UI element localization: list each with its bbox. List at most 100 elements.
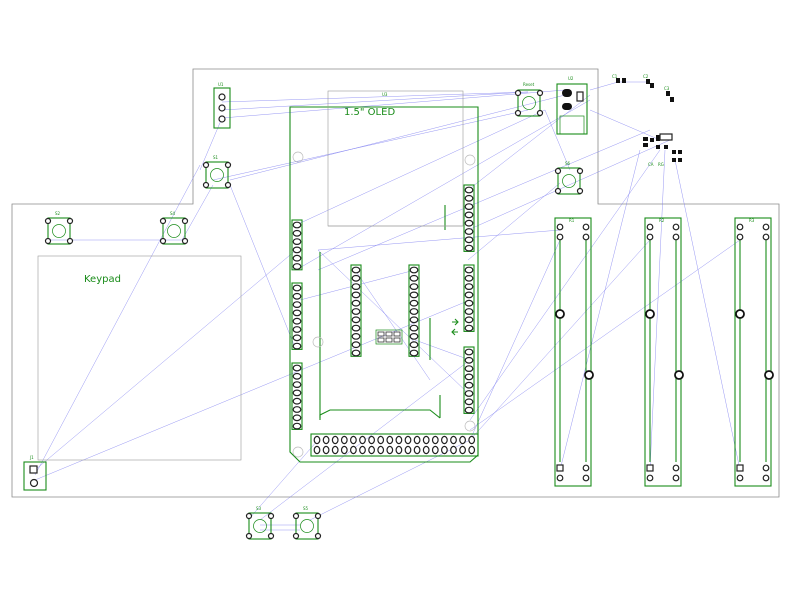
header-pin [351, 274, 361, 282]
header-pin [409, 349, 419, 357]
header-pin [368, 435, 376, 445]
switch-pad [554, 187, 562, 195]
header-right-2 [463, 264, 475, 332]
header-inner-right [408, 264, 420, 357]
switch-pad [224, 181, 232, 189]
header-pin [441, 435, 448, 445]
header-right-1 [463, 184, 475, 252]
header-pin [409, 308, 419, 315]
switch-pad [181, 237, 189, 245]
header-pin [350, 435, 357, 445]
header-pin [292, 406, 302, 413]
header-pin [351, 299, 361, 307]
switch-pad [181, 217, 189, 225]
header-pin [464, 356, 474, 364]
s4-label: S4 [170, 211, 176, 216]
header-pin [313, 435, 321, 445]
header-pin [322, 435, 330, 445]
header-pin [459, 435, 467, 445]
icsp-header [375, 329, 403, 345]
header-pin [292, 263, 302, 270]
switch-pad [202, 161, 210, 169]
header-u1: U1 [213, 82, 231, 129]
header-pin [292, 422, 302, 430]
switch-pad [66, 237, 74, 245]
header-pin [464, 381, 474, 389]
header-pin [292, 334, 302, 342]
header-pin [292, 372, 302, 380]
header-pin [292, 246, 302, 254]
switch-pad [224, 161, 232, 169]
c1-label: C1 [612, 74, 618, 79]
header-pin [368, 445, 376, 455]
header-pin [386, 445, 394, 455]
header-pin [441, 445, 448, 455]
header-pin [292, 229, 302, 237]
header-pin [413, 445, 421, 455]
header-pin [292, 284, 302, 292]
header-pin [292, 221, 302, 229]
header-pin [464, 324, 474, 332]
header-pin [464, 274, 474, 282]
r2-label: R2 [659, 218, 665, 223]
header-pin [464, 308, 474, 315]
switch-pad [576, 167, 584, 175]
s1-label: S1 [213, 155, 219, 160]
header-pin [409, 341, 419, 349]
rg-label: RG [658, 162, 664, 167]
switch-pad [292, 512, 300, 520]
c2-label: C2 [643, 74, 649, 79]
s2-label: S2 [55, 211, 61, 216]
header-pin [340, 445, 348, 455]
header-pin [464, 390, 474, 397]
switch-s4: S4 [159, 211, 189, 245]
header-pin [422, 445, 430, 455]
header-pin [468, 445, 476, 455]
header-pin [359, 435, 366, 445]
switch-pad [159, 237, 167, 245]
switch-pad [267, 512, 275, 520]
j1-label: J1 [29, 455, 34, 460]
header-pin [464, 398, 474, 406]
header-pin [351, 283, 361, 291]
reset-label: Reset [523, 82, 535, 87]
switch-pad [66, 217, 74, 225]
header-left-1 [291, 219, 303, 271]
header-pin [351, 349, 361, 357]
module-u2: U2 [556, 76, 588, 135]
header-pin [340, 435, 348, 445]
header-pin [459, 445, 467, 455]
pot-r3: R3 [734, 217, 774, 487]
header-pin [409, 283, 419, 291]
switch-pad [514, 89, 522, 97]
header-pin [351, 316, 361, 324]
switch-pad [245, 512, 253, 520]
oled-module-u3: 1.5" OLED U3 [327, 90, 464, 227]
smd-components: C1 C2 C3 CA RG [612, 74, 682, 167]
switch-reset [514, 89, 544, 117]
header-pin [359, 445, 366, 455]
header-pin [351, 266, 361, 274]
header-pin [350, 445, 357, 455]
header-pin [395, 445, 403, 455]
header-pin [450, 435, 457, 445]
header-pin [409, 299, 419, 307]
connector-j1: J1 [23, 455, 47, 491]
header-pin [409, 333, 419, 340]
header-pin [422, 435, 430, 445]
header-pin [292, 389, 302, 397]
header-pin [464, 299, 474, 307]
header-right-3 [463, 346, 475, 414]
switch-pad [554, 167, 562, 175]
header-pin [292, 301, 302, 309]
pot-r1: R1 [554, 217, 594, 487]
header-pin [464, 236, 474, 244]
ca-label: CA [648, 162, 654, 167]
header-pin [292, 364, 302, 372]
header-pin [464, 186, 474, 194]
header-pin [464, 266, 474, 274]
header-pin [292, 292, 302, 300]
header-pin [409, 291, 419, 299]
switch-s3: S3 [245, 506, 275, 540]
header-pin [351, 324, 361, 332]
